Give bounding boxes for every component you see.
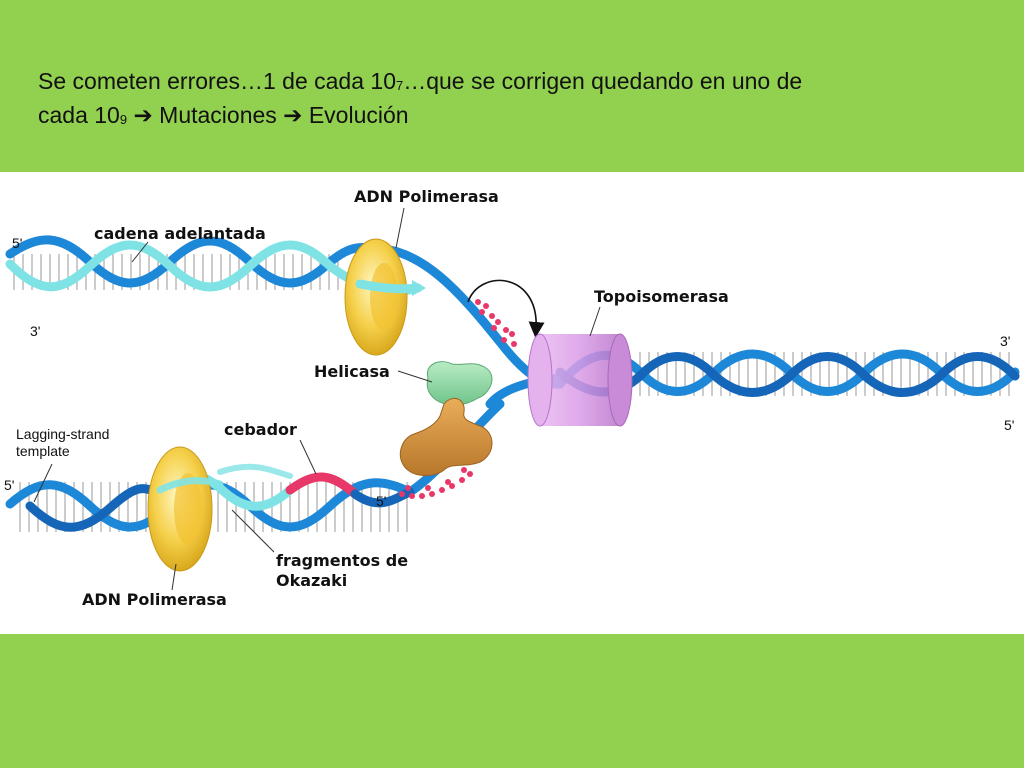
exponent-7: 7 — [395, 78, 404, 93]
rna-primer — [285, 472, 360, 499]
label-helicasa: Helicasa — [314, 362, 390, 381]
leading-new-strand-arrowtip — [412, 280, 426, 296]
dna-polymerase-bottom-icon — [147, 446, 213, 572]
ssb-proteins-top — [475, 299, 517, 347]
end-label-top-left-5: 5' — [12, 235, 22, 251]
helicase-icon — [426, 361, 493, 406]
replication-diagram: ADN Polimerasa cadena adelantada Topoiso… — [0, 172, 1024, 634]
title-text-1b: …que se corrigen quedando en uno de — [403, 68, 803, 94]
label-lagging-strand-line1: Lagging-strand — [16, 426, 109, 442]
label-lagging-strand-line2: template — [16, 443, 70, 459]
slide-title: Se cometen errores…1 de cada 107…que se … — [38, 66, 938, 134]
label-fragmentos-line1: fragmentos de — [276, 551, 408, 570]
topoisomerase-rotation-arrow — [467, 279, 545, 338]
right-arrow-icon: ➔ — [133, 102, 153, 128]
right-arrow-icon: ➔ — [283, 102, 303, 128]
primase-icon — [399, 397, 493, 476]
end-label-right-3: 3' — [1000, 333, 1010, 349]
end-label-primer-5: 5' — [376, 493, 386, 509]
end-label-right-5: 5' — [1004, 417, 1014, 433]
label-topoisomerasa: Topoisomerasa — [594, 287, 729, 306]
ssb-proteins-bottom — [399, 467, 473, 499]
end-label-bottom-left-5: 5' — [4, 477, 14, 493]
leader-lines — [33, 207, 601, 591]
exponent-9: 9 — [119, 112, 128, 127]
title-line-2: cada 109 ➔ Mutaciones ➔ Evolución — [38, 100, 938, 134]
leading-new-strand — [5, 240, 415, 295]
dna-polymerase-top-icon — [344, 238, 408, 356]
lagging-new-strand-2 — [350, 487, 415, 508]
topoisomerase-icon — [527, 333, 633, 427]
title-text-1a: Se cometen errores…1 de cada 10 — [38, 68, 396, 94]
label-fragmentos-line2: Okazaki — [276, 571, 347, 590]
title-text-2a: cada 10 — [38, 102, 120, 128]
title-text-2b: ➔ Mutaciones ➔ Evolución — [133, 102, 409, 128]
okazaki-fragment-strand-2 — [217, 463, 293, 479]
lagging-new-strand-over — [156, 477, 224, 494]
label-cadena-adelantada: cadena adelantada — [94, 224, 266, 243]
label-adn-polimerasa-bottom: ADN Polimerasa — [82, 590, 227, 609]
end-label-top-left-3: 3' — [30, 323, 40, 339]
replication-fork-svg: ADN Polimerasa cadena adelantada Topoiso… — [4, 187, 1020, 609]
title-line-1: Se cometen errores…1 de cada 107…que se … — [38, 66, 938, 100]
label-adn-polimerasa-top: ADN Polimerasa — [354, 187, 499, 206]
lagging-new-strand — [25, 484, 155, 532]
label-cebador: cebador — [224, 420, 297, 439]
parental-duplex-strand-b — [555, 352, 1020, 397]
leading-new-strand-over — [355, 279, 423, 294]
